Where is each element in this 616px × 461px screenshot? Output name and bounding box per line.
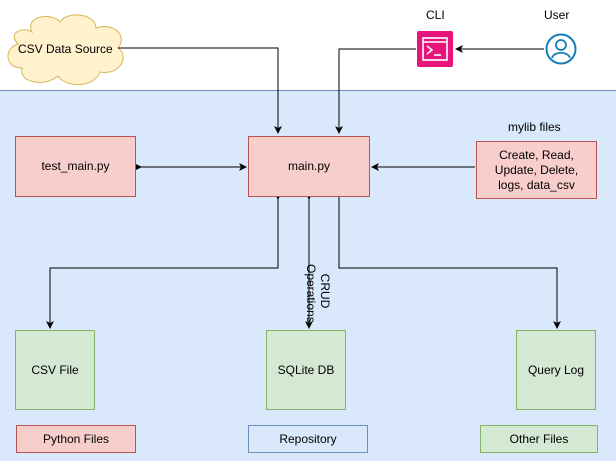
sqlite-db-box: SQLite DB (266, 330, 346, 410)
legend-python-files: Python Files (16, 425, 136, 453)
cli-label: CLI (426, 8, 445, 22)
test-main-box: test_main.py (15, 136, 136, 197)
mylib-files-title: mylib files (508, 120, 561, 134)
csv-file-box: CSV File (15, 330, 95, 410)
query-log-box: Query Log (516, 330, 596, 410)
terminal-icon (417, 31, 453, 67)
user-icon (545, 33, 577, 65)
legend-other-files: Other Files (480, 425, 598, 453)
csv-data-source-label: CSV Data Source (18, 42, 113, 56)
user-label: User (544, 8, 570, 22)
legend-repository: Repository (248, 425, 368, 453)
mylib-files-box: Create, Read, Update, Delete, logs, data… (476, 141, 597, 199)
crud-operations-label: CRUD Operations (304, 264, 332, 323)
cloud-shape (7, 14, 124, 85)
main-py-box: main.py (248, 136, 370, 197)
